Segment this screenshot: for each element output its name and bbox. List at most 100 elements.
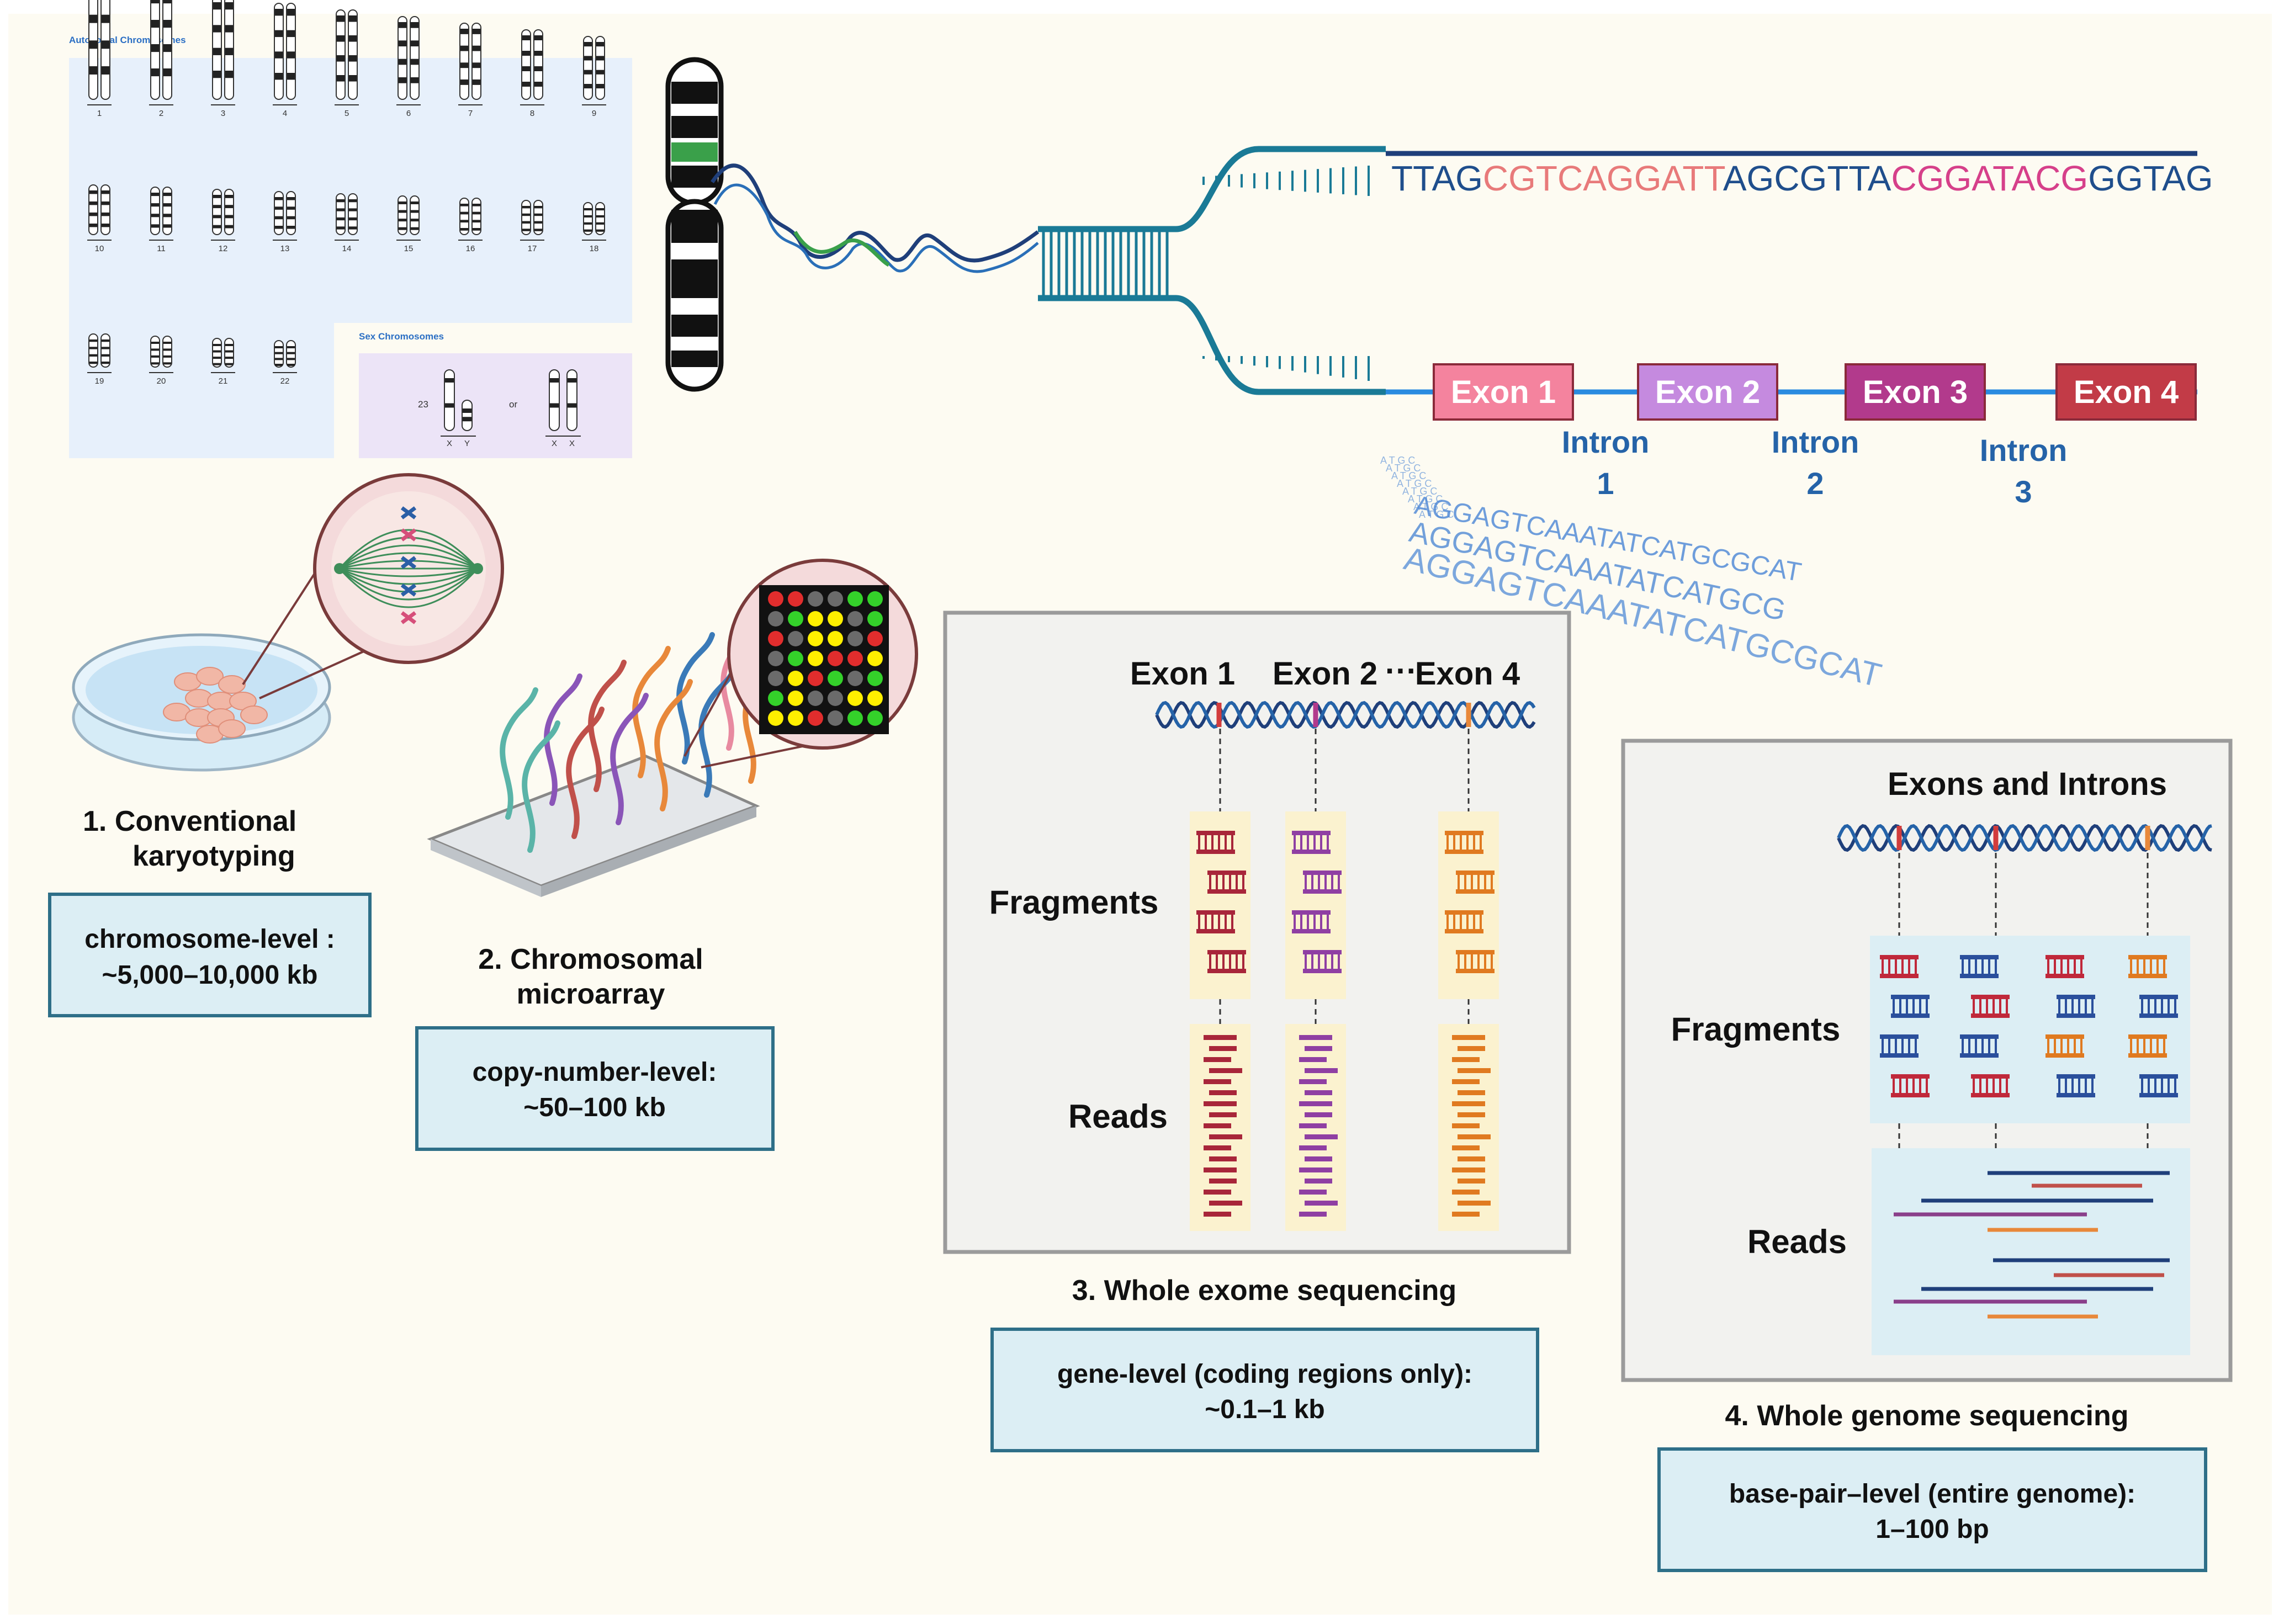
chromatid-band [596,56,604,61]
read-bar [1458,1179,1485,1183]
chromatid-band [163,348,171,351]
chromatid-band [287,197,295,200]
chromatid-band [151,342,159,344]
chromatid-band [584,70,592,75]
chromatid-band [151,203,159,207]
chromatid-band [534,221,542,224]
chromatid-band [349,75,357,82]
spindle-fiber [338,529,479,569]
read-bar [1209,1090,1237,1095]
centrosome [472,563,483,574]
chromatid-band [102,354,109,357]
fragment-bottom [1207,969,1246,973]
spindle-fiber [339,567,478,577]
fragment-top [1207,950,1246,954]
dna-coil-strand-a [711,163,1040,263]
method3-resolution-line1: gene-level (coding regions only): [1057,1360,1472,1389]
chromatid-band [151,224,159,228]
chromatid [595,202,605,235]
chromatid-band [584,229,592,232]
array-spot [808,631,823,646]
probe-strand [500,687,538,820]
method1-resolution-box [48,893,372,1017]
array-spot [768,611,783,627]
chromatid-band [337,208,345,211]
read-bar [1305,1134,1338,1139]
probe-strand [632,646,671,778]
chromatid-band [275,51,283,59]
chromatid-band [411,59,418,65]
array-spot [867,651,883,666]
array-spot [788,611,803,627]
chromatid [471,23,481,100]
chromatid [274,191,284,235]
method2-resolution-line2: ~50–100 kb [523,1093,666,1122]
chromatid-band [473,79,480,85]
method4-resolution-line1: base-pair–level (entire genome): [1729,1479,2135,1509]
chromatid-band [460,45,468,51]
read-bar [1299,1101,1332,1106]
chromatid-band [151,44,159,52]
chromatid-band [473,62,480,68]
array-spot [768,671,783,686]
chromosome-band [671,82,718,104]
array-spot [867,611,883,627]
method2-resolution-line1: copy-number-level: [473,1058,717,1087]
chromatid-band [534,66,542,71]
chromatid-band [163,203,171,207]
intron-number: 2 [1806,466,1824,501]
read-bar [1452,1212,1480,1217]
probe-strand [522,720,560,853]
chromatid-band [349,35,357,42]
wes-dna-helix [1155,700,1536,729]
chromatid-band [473,45,480,51]
chromatid-band [460,220,468,223]
chromatid-band [534,229,542,231]
sex-chromatid [444,369,455,431]
fragment-top [1960,955,1999,959]
sex-chromatid [549,369,560,431]
chromatid-band [89,40,97,49]
chromatid-band [213,71,221,78]
sex-chromosome-label: Y [464,439,470,448]
exon-label: Exon 4 [2074,374,2179,410]
array-spot [788,691,803,706]
chromatid-band [584,215,592,218]
chromatid-band [460,204,468,206]
method1-resolution-line2: ~5,000–10,000 kb [102,960,317,990]
chromatid-band [213,363,221,365]
chromatid [336,193,346,235]
chromatid-band [399,219,406,222]
chromatid-band [349,217,357,221]
array-spot [808,671,823,686]
probe-strand [566,707,605,839]
chromosome-band [671,259,718,298]
spindle-fiber [338,568,479,608]
read-bar [1299,1145,1327,1150]
array-spot [828,710,843,726]
chromosome-number: 2 [159,109,163,118]
chromatid-band [275,358,283,360]
read-bar [1458,1112,1485,1117]
chromosome-number: 4 [283,109,287,118]
sex-chromatid [566,369,577,431]
array-spot [808,651,823,666]
chromatid-band [225,205,233,209]
fragment-bottom [1891,1093,1930,1097]
array-spot [808,691,823,706]
wgs-fragments [1880,853,2178,1148]
chromatid-band [445,378,454,383]
array-spot [867,691,883,706]
fragment-bottom [2057,1013,2095,1018]
read-bar [1204,1035,1237,1040]
chromatid [471,198,481,235]
chromatid-band [473,220,480,223]
wgs-header: Exons and Introns [1888,766,2167,802]
chromatid-band [163,362,171,365]
chromatid-band [460,29,468,34]
fragment-bottom [1456,969,1495,973]
chromatid-band [102,14,109,23]
chromatid [224,189,234,235]
read-bar [1299,1167,1332,1172]
